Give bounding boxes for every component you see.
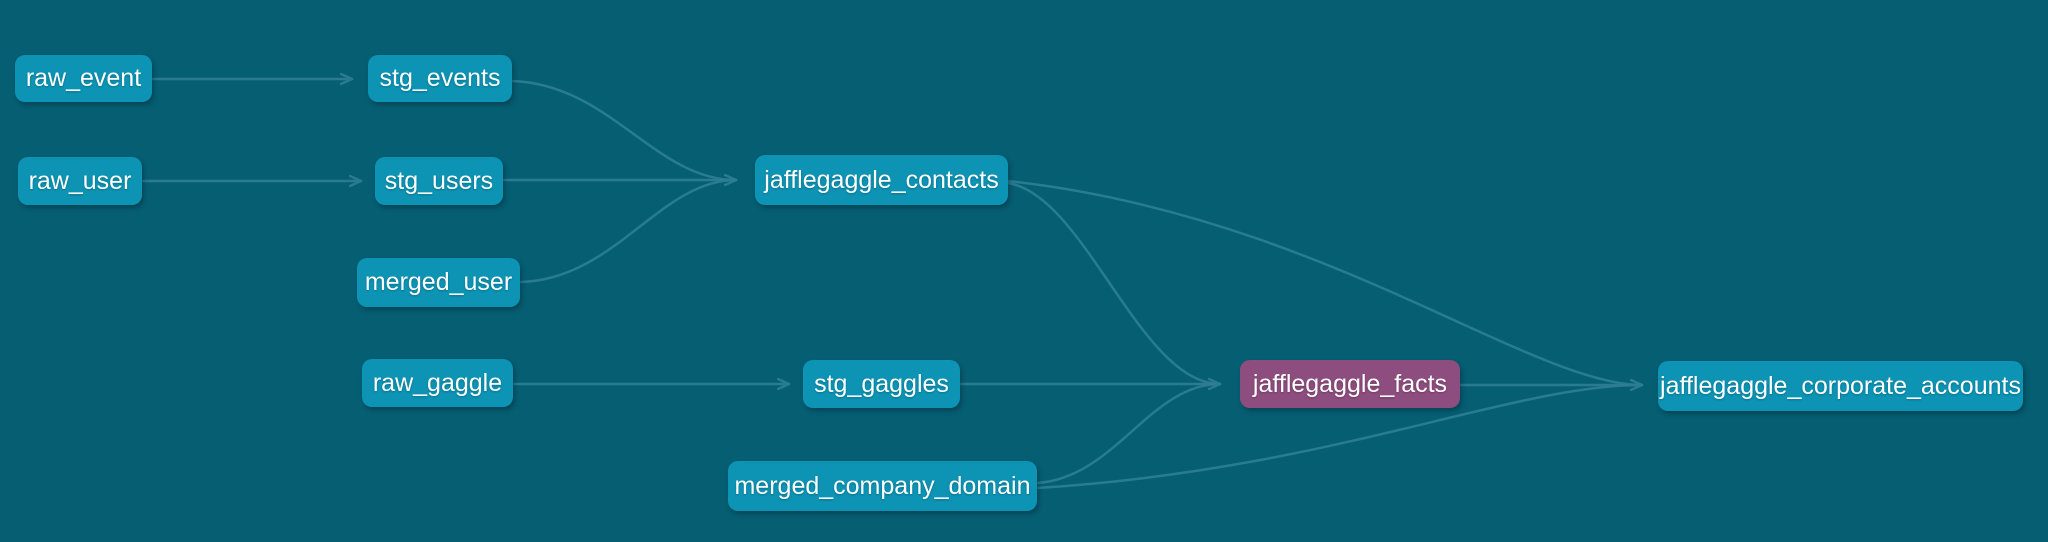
edge-merged-company-domain-to-jafflegaggle-facts bbox=[1035, 382, 1222, 485]
node-raw-event[interactable]: raw_event bbox=[15, 55, 152, 102]
edge-stg-events-to-jafflegaggle-contacts bbox=[510, 79, 738, 182]
node-label: stg_gaggles bbox=[814, 369, 949, 398]
edge-merged-company-domain-to-jafflegaggle-corporate-accounts bbox=[1035, 383, 1644, 490]
node-label: merged_user bbox=[364, 268, 513, 296]
node-label: merged_company_domain bbox=[734, 471, 1031, 500]
node-raw-user[interactable]: raw_user bbox=[18, 157, 142, 205]
node-label: raw_user bbox=[28, 166, 132, 195]
node-stg-events[interactable]: stg_events bbox=[368, 55, 512, 102]
node-label: stg_users bbox=[384, 166, 494, 195]
edge-jafflegaggle-contacts-to-jafflegaggle-corporate-accounts bbox=[1006, 179, 1644, 387]
edge-jafflegaggle-contacts-to-jafflegaggle-facts bbox=[1006, 181, 1222, 386]
node-jafflegaggle-facts[interactable]: jafflegaggle_facts bbox=[1240, 360, 1460, 408]
node-merged-company-domain[interactable]: merged_company_domain bbox=[728, 461, 1037, 511]
node-jafflegaggle-corporate-accounts[interactable]: jafflegaggle_corporate_accounts bbox=[1658, 361, 2023, 411]
node-label: stg_events bbox=[379, 64, 501, 92]
node-label: raw_gaggle bbox=[372, 368, 503, 397]
node-label: jafflegaggle_contacts bbox=[764, 165, 999, 194]
node-raw-gaggle[interactable]: raw_gaggle bbox=[362, 359, 513, 407]
node-stg-users[interactable]: stg_users bbox=[375, 157, 503, 205]
node-stg-gaggles[interactable]: stg_gaggles bbox=[803, 360, 960, 408]
node-label: jafflegaggle_corporate_accounts bbox=[1660, 371, 2021, 400]
node-label: raw_event bbox=[25, 64, 142, 92]
node-jafflegaggle-contacts[interactable]: jafflegaggle_contacts bbox=[755, 155, 1008, 205]
edge-merged-user-to-jafflegaggle-contacts bbox=[518, 178, 738, 284]
node-label: jafflegaggle_facts bbox=[1252, 369, 1448, 398]
node-merged-user[interactable]: merged_user bbox=[357, 258, 520, 307]
